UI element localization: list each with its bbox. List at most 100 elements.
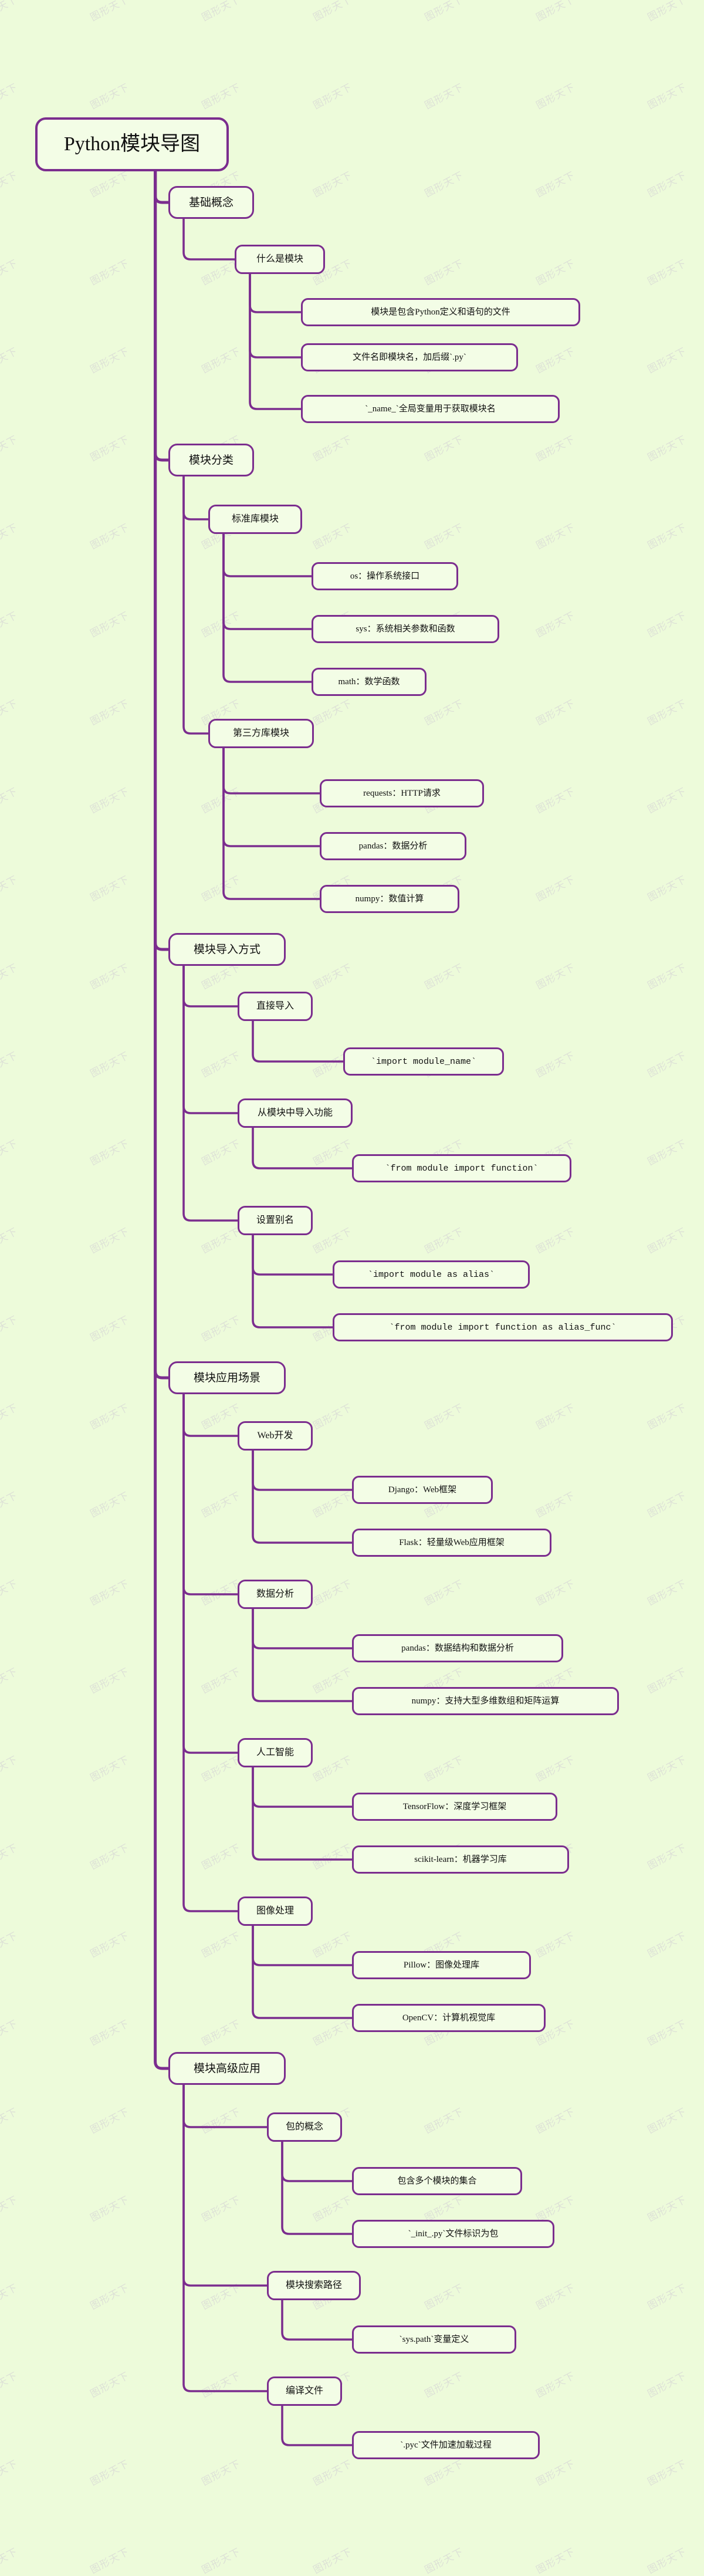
mindmap-node-l2[interactable]: 直接导入 — [238, 992, 313, 1021]
node-label: 模块是包含Python定义和语句的文件 — [371, 307, 510, 317]
connector-line — [182, 475, 209, 735]
node-label: 模块导入方式 — [193, 943, 260, 956]
mindmap-node-l3[interactable]: 包含多个模块的集合 — [352, 2167, 522, 2195]
node-label: 什么是模块 — [256, 254, 303, 264]
mindmap-node-l2[interactable]: Web开发 — [238, 1421, 313, 1451]
mindmap-node-l3[interactable]: 文件名即模块名，加后缀`.py` — [301, 343, 518, 371]
connector-line — [182, 965, 239, 1222]
node-label: 从模块中导入功能 — [257, 1108, 333, 1118]
node-label: 模块高级应用 — [193, 2062, 260, 2075]
connector-line — [281, 2405, 353, 2446]
connector-line — [252, 1020, 344, 1063]
node-label: 数据分析 — [256, 1589, 294, 1599]
node-label: Pillow：图像处理库 — [403, 1960, 480, 1970]
node-label: 设置别名 — [256, 1215, 294, 1225]
connector-line — [281, 2299, 353, 2341]
mindmap-node-l2[interactable]: 包的概念 — [267, 2112, 342, 2142]
connector-line — [252, 1234, 334, 1328]
node-label: 基础概念 — [188, 196, 233, 209]
node-label: Flask：轻量级Web应用框架 — [399, 1537, 505, 1547]
node-label: `import module as alias` — [367, 1269, 495, 1280]
node-label: Django：Web框架 — [388, 1485, 457, 1495]
mindmap-node-l2[interactable]: 设置别名 — [238, 1206, 313, 1235]
node-label: os：操作系统接口 — [350, 571, 420, 581]
mindmap-node-l3[interactable]: math：数学函数 — [312, 668, 427, 696]
node-label: `import module_name` — [370, 1056, 477, 1067]
node-label: `from module import function as alias_fu… — [389, 1322, 617, 1333]
node-label: scikit-learn：机器学习库 — [414, 1854, 507, 1864]
node-label: 第三方库模块 — [232, 728, 289, 738]
node-label: numpy：支持大型多维数组和矩阵运算 — [411, 1696, 560, 1706]
mindmap-node-l3[interactable]: requests：HTTP请求 — [320, 779, 484, 807]
node-label: `sys.path`变量定义 — [399, 2334, 469, 2344]
mindmap-node-l2[interactable]: 模块搜索路径 — [267, 2271, 361, 2300]
node-label: 模块分类 — [188, 454, 233, 466]
connector-line — [182, 2084, 268, 2392]
mindmap-node-l2[interactable]: 编译文件 — [267, 2376, 342, 2406]
mindmap-node-l1[interactable]: 模块导入方式 — [168, 933, 286, 966]
connector-line — [281, 2141, 353, 2235]
node-label: math：数学函数 — [338, 677, 400, 687]
mindmap-node-l3[interactable]: `_name_`全局变量用于获取模块名 — [301, 395, 560, 423]
mindmap-node-l2[interactable]: 数据分析 — [238, 1580, 313, 1609]
connector-line — [252, 1766, 353, 1861]
connector-line — [252, 1608, 353, 1702]
node-label: 模块应用场景 — [193, 1371, 260, 1384]
node-label: 直接导入 — [256, 1001, 294, 1011]
node-label: pandas：数据分析 — [358, 841, 428, 851]
mindmap-node-l3[interactable]: Flask：轻量级Web应用框架 — [352, 1529, 551, 1557]
mindmap-node-l3[interactable]: `from module import function as alias_fu… — [333, 1313, 673, 1341]
mindmap-node-l3[interactable]: Pillow：图像处理库 — [352, 1951, 531, 1979]
mindmap-node-l3[interactable]: pandas：数据分析 — [320, 832, 466, 860]
mindmap-node-l3[interactable]: OpenCV：计算机视觉库 — [352, 2004, 546, 2032]
connector-line — [252, 1127, 353, 1169]
node-label: 编译文件 — [285, 2386, 323, 2396]
mindmap-node-l1[interactable]: 模块高级应用 — [168, 2052, 286, 2085]
mindmap-node-l3[interactable]: `sys.path`变量定义 — [352, 2325, 516, 2354]
mindmap-node-l3[interactable]: `from module import function` — [352, 1154, 571, 1182]
mindmap-node-l3[interactable]: `_init_.py`文件标识为包 — [352, 2220, 554, 2248]
node-label: `from module import function` — [385, 1163, 539, 1174]
mindmap-node-l3[interactable]: os：操作系统接口 — [312, 562, 458, 590]
mindmap-node-l3[interactable]: Django：Web框架 — [352, 1476, 493, 1504]
connector-line — [252, 1925, 353, 2019]
connector-line — [222, 533, 313, 683]
mindmap-node-l2[interactable]: 第三方库模块 — [208, 719, 314, 748]
connector-line — [249, 273, 302, 410]
connector-line — [182, 218, 236, 261]
mindmap-node-l3[interactable]: numpy：支持大型多维数组和矩阵运算 — [352, 1687, 619, 1715]
mindmap-node-l3[interactable]: sys：系统相关参数和函数 — [312, 615, 499, 643]
mindmap-node-l2[interactable]: 人工智能 — [238, 1738, 313, 1767]
node-label: 包含多个模块的集合 — [397, 2176, 477, 2186]
node-label: `.pyc`文件加速加载过程 — [400, 2440, 492, 2450]
mindmap-node-l3[interactable]: scikit-learn：机器学习库 — [352, 1845, 569, 1874]
mindmap-node-l1[interactable]: 模块应用场景 — [168, 1361, 286, 1394]
node-label: requests：HTTP请求 — [363, 788, 441, 798]
connector-line — [222, 747, 321, 900]
node-label: numpy：数值计算 — [355, 894, 424, 904]
mindmap-root-node[interactable]: Python模块导图 — [35, 117, 229, 171]
node-label: 文件名即模块名，加后缀`.py` — [353, 352, 466, 362]
mindmap-node-l3[interactable]: `import module_name` — [343, 1047, 504, 1076]
node-label: Python模块导图 — [63, 133, 201, 155]
mindmap-node-l2[interactable]: 标准库模块 — [208, 505, 302, 534]
mindmap-node-l3[interactable]: `import module as alias` — [333, 1260, 530, 1289]
mindmap-node-l3[interactable]: `.pyc`文件加速加载过程 — [352, 2431, 540, 2459]
mindmap-node-l2[interactable]: 图像处理 — [238, 1896, 313, 1926]
mindmap-node-l3[interactable]: numpy：数值计算 — [320, 885, 459, 913]
node-label: 包的概念 — [285, 2122, 323, 2132]
mindmap-node-l3[interactable]: pandas：数据结构和数据分析 — [352, 1634, 563, 1662]
mindmap-node-l2[interactable]: 什么是模块 — [235, 245, 325, 274]
mindmap-node-l3[interactable]: 模块是包含Python定义和语句的文件 — [301, 298, 580, 326]
mindmap-node-l1[interactable]: 基础概念 — [168, 186, 254, 219]
mindmap-node-l3[interactable]: TensorFlow：深度学习框架 — [352, 1793, 557, 1821]
node-label: OpenCV：计算机视觉库 — [402, 2013, 496, 2023]
node-label: TensorFlow：深度学习框架 — [402, 1801, 507, 1811]
connector-line — [154, 170, 170, 2070]
node-label: 模块搜索路径 — [285, 2280, 342, 2290]
node-label: Web开发 — [257, 1431, 293, 1441]
mindmap-node-l2[interactable]: 从模块中导入功能 — [238, 1098, 353, 1128]
mindmap-node-l1[interactable]: 模块分类 — [168, 444, 254, 476]
